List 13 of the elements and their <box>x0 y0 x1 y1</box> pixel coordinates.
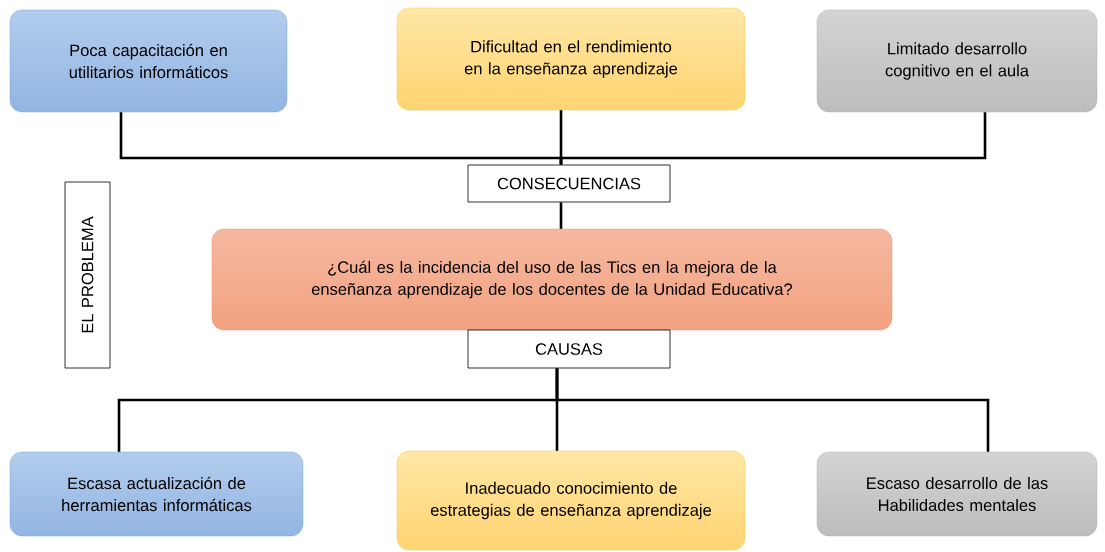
consequence-box: Poca capacitación en utilitarios informáticos <box>9 9 288 113</box>
connector-line <box>559 202 563 229</box>
cause-box: Inadecuado conocimiento de estrategias de enseñanza aprendizaje <box>396 450 746 551</box>
cause-box: Escasa actualización de herramientas informáticas <box>9 451 304 537</box>
connector-line <box>559 112 987 165</box>
consequence-box: Limitado desarrollo cognitivo en el aula <box>816 9 1098 113</box>
section-label-box: CAUSAS <box>467 329 671 369</box>
cause-box: Escaso desarrollo de las Habilidades mentales <box>816 451 1098 537</box>
vertical-label-box: EL PROBLEMA <box>64 181 111 369</box>
connector-line <box>555 368 990 452</box>
section-label-box: CONSECUENCIAS <box>467 164 671 203</box>
problem-box: ¿Cuál es la incidencia del uso de las Tics en la mejora de la enseñanza aprendizaje de los docentes de la Unidad Educativa? <box>211 228 893 331</box>
consequence-box: Dificultad en el rendimiento en la enseñanza aprendizaje <box>396 7 746 111</box>
